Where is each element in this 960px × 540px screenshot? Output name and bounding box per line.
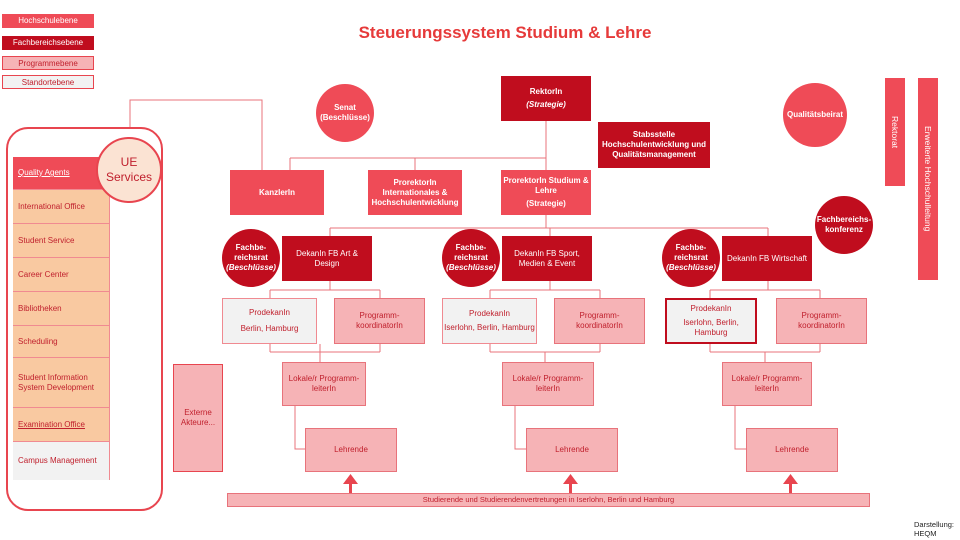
- ue-item-quality-agents: Quality Agents: [13, 157, 109, 189]
- dekanin-box-2: DekanIn FB Sport, Medien & Event: [502, 236, 592, 281]
- lokale-programmleiterin-box-3: Lokale/r Programm-leiterIn: [722, 362, 812, 406]
- ue-services-container: [6, 127, 163, 511]
- prorektorin-sl-sub: (Strategie): [526, 199, 566, 208]
- fachbereichsrat-sub: (Beschlüsse): [666, 263, 716, 272]
- prodekanin-title: ProdekanIn: [690, 304, 732, 313]
- ue-item-scheduling: Scheduling: [13, 325, 109, 357]
- prodekanin-box-2: ProdekanIn Iserlohn, Berlin, Hamburg: [442, 298, 537, 344]
- fachbereichsrat-sub: (Beschlüsse): [446, 263, 496, 272]
- fachbereichsrat-label: Fachbe-reichsrat: [454, 243, 488, 262]
- erweiterte-label: Erweiterte Hochschulleitung: [923, 126, 933, 232]
- prodekanin-title: ProdekanIn: [249, 308, 290, 317]
- lokale-programmleiterin-box-1: Lokale/r Programm-leiterIn: [282, 362, 366, 406]
- credit-note: Darstellung: HEQM: [914, 520, 954, 538]
- stabsstelle-box: Stabsstelle Hochschulentwicklung und Qua…: [598, 122, 710, 168]
- rektorin-box: RektorIn (Strategie): [501, 76, 591, 121]
- ue-services-circle: UE Services: [96, 137, 162, 203]
- legend-programmebene: Programmebene: [2, 56, 94, 70]
- senat-label: Senat: [334, 103, 356, 112]
- credit-line-2: HEQM: [914, 529, 937, 538]
- lehrende-box-1: Lehrende: [305, 428, 397, 472]
- lokale-programmleiterin-box-2: Lokale/r Programm-leiterIn: [502, 362, 594, 406]
- externe-akteure-box: Externe Akteure...: [173, 364, 223, 472]
- rektorat-label: Rektorat: [890, 115, 900, 149]
- ue-item-career-center: Career Center: [13, 257, 109, 291]
- legend-standortebene: Standortebene: [2, 75, 94, 89]
- senat-circle: Senat (Beschlüsse): [316, 84, 374, 142]
- prorektorin-internationales-box: ProrektorIn Internationales & Hochschule…: [368, 170, 462, 215]
- qualitaetsbeirat-circle: Qualitätsbeirat: [783, 83, 847, 147]
- rektorin-sub: (Strategie): [526, 100, 566, 109]
- programmkoordinatorin-box-1: Programm-koordinatorIn: [334, 298, 425, 344]
- ue-item-international-office: International Office: [13, 189, 109, 223]
- ue-item-student-information-system: Student Information System Development: [13, 357, 109, 407]
- lehrende-box-2: Lehrende: [526, 428, 618, 472]
- rektorat-bar: Rektorat: [885, 78, 905, 186]
- kanzlerin-box: KanzlerIn: [230, 170, 324, 215]
- prodekanin-box-3: ProdekanIn Iserlohn, Berlin, Hamburg: [665, 298, 757, 344]
- senat-sub: (Beschlüsse): [320, 113, 370, 122]
- ue-item-campus-management: Campus Management: [13, 441, 109, 480]
- erweiterte-hochschulleitung-bar: Erweiterte Hochschulleitung: [918, 78, 938, 280]
- fachbereichsrat-label: Fachbe-reichsrat: [234, 243, 268, 262]
- credit-line-1: Darstellung:: [914, 520, 955, 529]
- fachbereichskonferenz-circle: Fachbereichs-konferenz: [815, 196, 873, 254]
- ue-item-examination-office: Examination Office: [13, 407, 109, 441]
- fachbereichsrat-label: Fachbe-reichsrat: [674, 243, 708, 262]
- prodekanin-location: Iserlohn, Berlin, Hamburg: [683, 318, 739, 337]
- lehrende-box-3: Lehrende: [746, 428, 838, 472]
- prodekanin-location: Berlin, Hamburg: [240, 324, 299, 333]
- fachbereichsrat-circle-1: Fachbe-reichsrat (Beschlüsse): [222, 229, 280, 287]
- prorektorin-studium-lehre-box: ProrektorIn Studium & Lehre (Strategie): [501, 170, 591, 215]
- studierende-bar: Studierende und Studierendenvertretungen…: [227, 493, 870, 507]
- dekanin-box-3: DekanIn FB Wirtschaft: [722, 236, 812, 281]
- legend-hochschulebene: Hochschulebene: [2, 14, 94, 28]
- fachbereichsrat-circle-3: Fachbe-reichsrat (Beschlüsse): [662, 229, 720, 287]
- ue-item-bibliotheken: Bibliotheken: [13, 291, 109, 325]
- programmkoordinatorin-box-3: Programm-koordinatorIn: [776, 298, 867, 344]
- prodekanin-location: Iserlohn, Berlin, Hamburg: [444, 323, 535, 332]
- ue-item-student-service: Student Service: [13, 223, 109, 257]
- rektorin-label: RektorIn: [529, 87, 563, 96]
- fachbereichsrat-circle-2: Fachbe-reichsrat (Beschlüsse): [442, 229, 500, 287]
- dekanin-box-1: DekanIn FB Art & Design: [282, 236, 372, 281]
- prorektorin-sl-label: ProrektorIn Studium & Lehre: [503, 176, 589, 195]
- legend-fachbereichsebene: Fachbereichsebene: [2, 36, 94, 50]
- fachbereichsrat-sub: (Beschlüsse): [226, 263, 276, 272]
- page-title: Steuerungssystem Studium & Lehre: [358, 23, 652, 42]
- programmkoordinatorin-box-2: Programm-koordinatorIn: [554, 298, 645, 344]
- prodekanin-box-1: ProdekanIn Berlin, Hamburg: [222, 298, 317, 344]
- prodekanin-title: ProdekanIn: [469, 309, 510, 318]
